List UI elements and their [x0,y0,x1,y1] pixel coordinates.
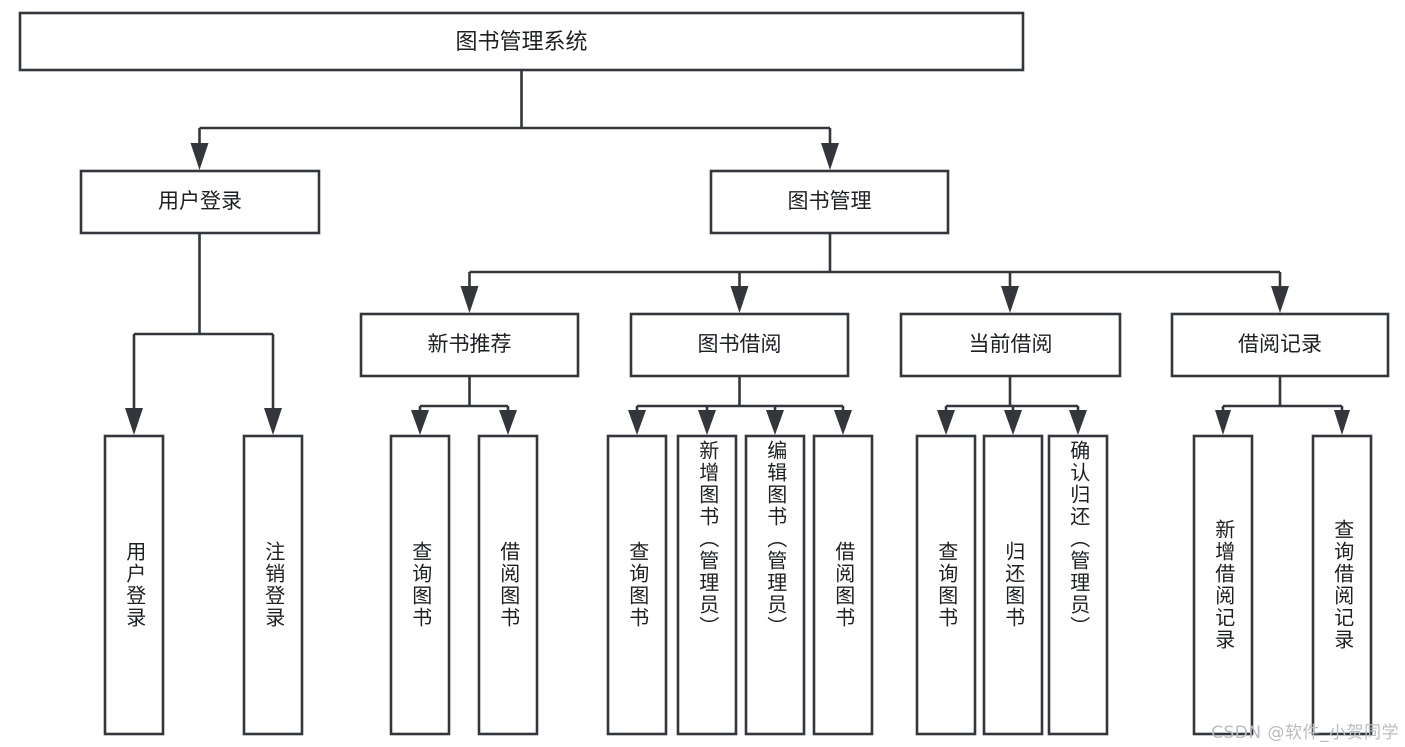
arrow-head-icon [834,410,852,435]
node-borrow-record[interactable]: 借阅记录 [1170,312,1390,378]
node-book-borrow-label: 图书借阅 [698,332,782,356]
node-user-login[interactable]: 用户登录 [79,169,321,235]
node-leaf-logout-box[interactable] [242,434,304,736]
node-new-book-recommend[interactable]: 新书推荐 [359,312,580,378]
node-current-borrow-label: 当前借阅 [969,332,1053,356]
edge-group-current-borrow [937,376,1087,435]
node-current-borrow-box[interactable] [899,312,1122,378]
node-leaf-query-book-borrow-box[interactable] [606,434,668,736]
node-new-book-recommend-label: 新书推荐 [428,332,512,356]
arrow-head-icon [821,143,839,170]
node-book-manage-label: 图书管理 [788,189,872,213]
arrow-head-icon [628,410,646,435]
arrow-head-icon [766,410,784,435]
arrow-head-icon [499,410,517,435]
watermark: CSDN @软件_小贺同学 [1211,723,1399,743]
arrow-head-icon [698,410,716,435]
edge-group-new-book-recommend [411,376,517,435]
edge-group-book-borrow [628,376,852,435]
edge-group-root [190,70,839,170]
node-root-label: 图书管理系统 [455,30,587,55]
arrow-head-icon [1001,286,1019,313]
arrow-head-icon [1271,286,1289,313]
node-book-manage-box[interactable] [709,169,950,235]
node-leaf-query-book-current-box[interactable] [915,434,977,736]
node-borrow-record-box[interactable] [1170,312,1390,378]
arrow-head-icon [1069,410,1087,435]
node-leaf-query-book-new-box[interactable] [389,434,451,736]
node-new-book-recommend-box[interactable] [359,312,580,378]
node-book-manage[interactable]: 图书管理 [709,169,950,235]
node-leaf-query-borrow-record-box[interactable] [1311,434,1373,736]
node-leaf-edit-book-admin-box[interactable] [744,434,806,736]
edge-group-borrow-record [1215,376,1350,435]
node-leaf-confirm-return-admin-box[interactable] [1047,434,1109,736]
arrow-head-icon [1334,410,1350,435]
node-leaf-borrow-book-new-box[interactable] [477,434,539,736]
node-book-borrow[interactable]: 图书借阅 [629,312,850,378]
node-root[interactable]: 图书管理系统 [18,11,1025,72]
arrow-head-icon [190,143,209,170]
arrow-head-icon [1004,410,1022,435]
leaf-boxes [103,434,1373,736]
arrow-head-icon [264,408,282,435]
arrow-head-icon [460,286,479,313]
node-root-box[interactable] [18,11,1025,72]
node-leaf-borrow-book-box[interactable] [812,434,874,736]
node-book-borrow-box[interactable] [629,312,850,378]
node-current-borrow[interactable]: 当前借阅 [899,312,1122,378]
arrow-head-icon [411,410,429,435]
node-user-login-label: 用户登录 [158,189,242,213]
arrow-head-icon [730,286,749,313]
arrow-head-icon [937,410,955,435]
node-leaf-add-book-admin-box[interactable] [676,434,738,736]
edge-group-user-login [125,233,282,435]
edge-group-book-manage [460,233,1289,313]
node-borrow-record-label: 借阅记录 [1238,332,1322,356]
node-leaf-add-borrow-record-box[interactable] [1192,434,1254,736]
node-leaf-return-book-box[interactable] [982,434,1044,736]
node-user-login-box[interactable] [79,169,321,235]
arrow-head-icon [125,408,143,435]
arrow-head-icon [1215,410,1231,435]
node-leaf-user-login-box[interactable] [103,434,165,736]
